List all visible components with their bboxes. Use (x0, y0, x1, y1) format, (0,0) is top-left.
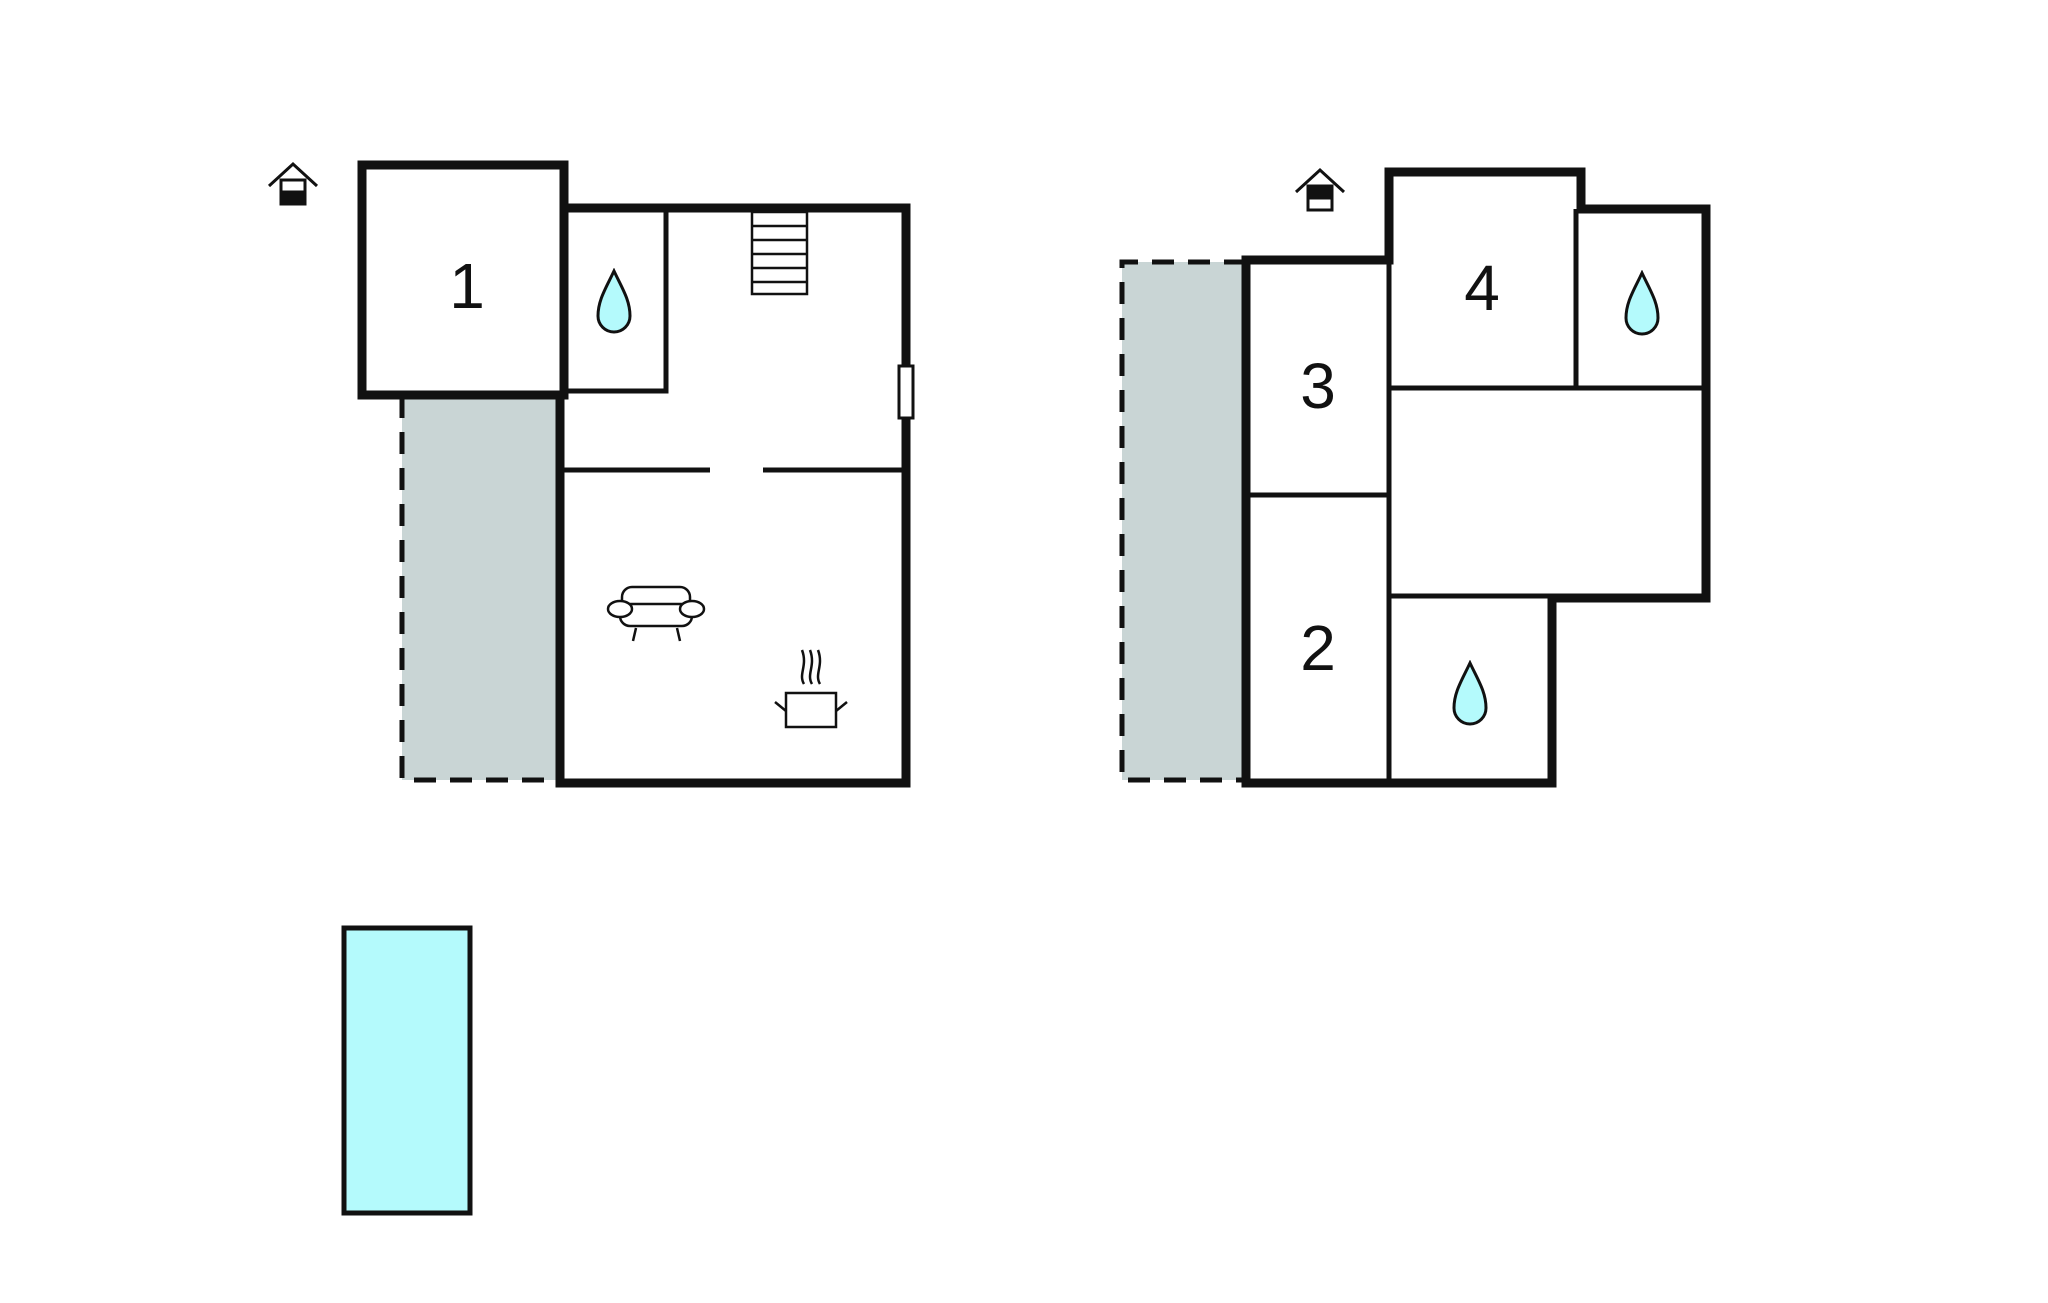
swimming-pool (341, 925, 473, 1216)
house-ground-floor-icon (267, 161, 319, 206)
water-drop-icon (596, 269, 632, 334)
water-drop-icon (1452, 661, 1488, 726)
staircase-icon (750, 210, 809, 296)
ground-floor-plan: 1 (267, 160, 915, 788)
room-1-label: 1 (449, 250, 485, 322)
stove-icon (897, 364, 915, 420)
upper-floor-plan: 3 2 4 (1119, 167, 1711, 788)
cooking-pot-icon (774, 649, 848, 729)
upper-floor-interior-walls (1246, 209, 1706, 783)
balcony-dashed-outline (1119, 259, 1246, 783)
terrace-dashed-outline (399, 396, 562, 783)
water-drop-icon (1624, 271, 1660, 336)
upper-floor-outer-wall (1241, 167, 1711, 788)
ground-floor-outer-wall (555, 203, 911, 788)
room-1-bedroom (357, 160, 569, 400)
ground-bathroom-wall (564, 205, 669, 394)
terrace-area (402, 396, 562, 780)
room-4-label: 4 (1464, 252, 1500, 324)
room-3-label: 3 (1300, 350, 1336, 422)
room-2-label: 2 (1300, 612, 1336, 684)
house-upper-floor-icon (1294, 167, 1346, 212)
sofa-icon (606, 585, 706, 642)
balcony-area (1122, 262, 1246, 780)
